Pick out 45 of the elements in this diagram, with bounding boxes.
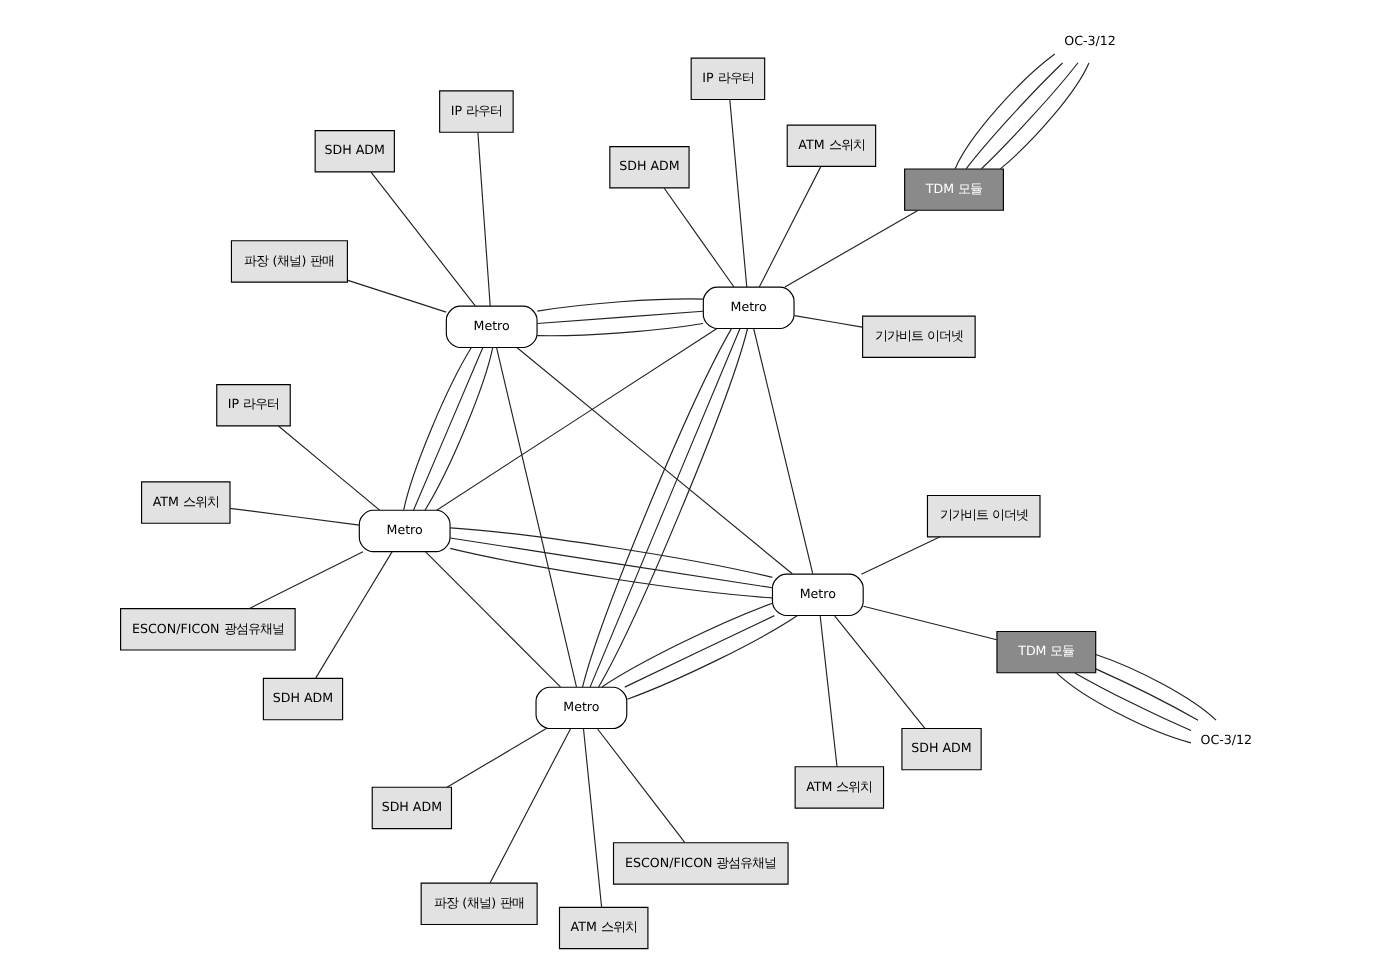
connector bbox=[436, 328, 718, 511]
connector bbox=[536, 310, 704, 325]
connector bbox=[784, 209, 919, 288]
connector bbox=[834, 615, 926, 729]
connector bbox=[862, 605, 998, 641]
connector bbox=[663, 187, 735, 288]
connector bbox=[758, 166, 822, 288]
connector bbox=[449, 537, 773, 589]
connector bbox=[425, 551, 562, 688]
connector bbox=[624, 615, 775, 688]
connector bbox=[477, 132, 491, 307]
connector bbox=[536, 298, 704, 312]
connector bbox=[954, 53, 1056, 170]
connector bbox=[729, 99, 748, 288]
connector bbox=[793, 315, 863, 328]
connector bbox=[347, 279, 447, 313]
connector bbox=[597, 728, 686, 843]
connector bbox=[1074, 672, 1192, 731]
connector bbox=[229, 507, 360, 526]
connector bbox=[1095, 653, 1217, 721]
connector bbox=[999, 62, 1090, 170]
connector bbox=[536, 322, 704, 337]
connector bbox=[1095, 668, 1199, 721]
connector bbox=[277, 425, 381, 511]
connector bbox=[370, 171, 477, 307]
connector bbox=[446, 728, 547, 788]
connector bbox=[626, 614, 799, 700]
connector bbox=[601, 602, 773, 688]
connector bbox=[412, 347, 484, 511]
connector bbox=[819, 615, 838, 767]
connector bbox=[965, 62, 1064, 170]
connector bbox=[496, 347, 578, 688]
connector bbox=[249, 551, 364, 609]
connector bbox=[449, 547, 773, 599]
connector bbox=[753, 328, 814, 575]
connector bbox=[449, 527, 773, 578]
connector bbox=[424, 347, 494, 511]
connector bbox=[582, 728, 603, 908]
connector bbox=[489, 728, 572, 884]
connector bbox=[980, 62, 1079, 170]
connector bbox=[516, 347, 793, 575]
connector bbox=[403, 346, 472, 511]
connector bbox=[315, 551, 393, 679]
connector bbox=[860, 536, 941, 575]
connector bbox=[1056, 672, 1192, 744]
